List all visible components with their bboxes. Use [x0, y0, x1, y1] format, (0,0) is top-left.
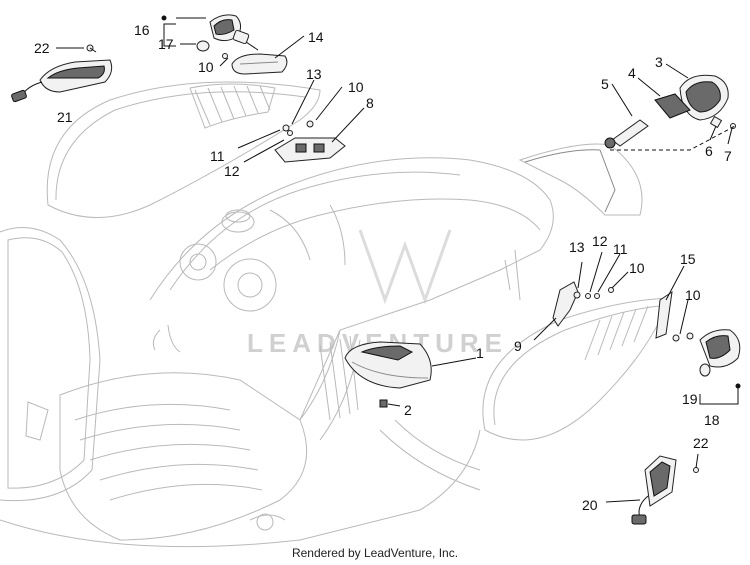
part-20-turn-signal-lower [631, 455, 699, 525]
part-6-7-gasket-screw [709, 115, 736, 129]
callout-9: 9 [514, 338, 522, 354]
callout-10-mid: 10 [348, 79, 364, 95]
leader-lines [56, 17, 739, 503]
part-14-gasket [222, 53, 288, 75]
callout-16: 16 [134, 22, 150, 38]
callout-21: 21 [57, 109, 73, 125]
callout-10-lower: 10 [685, 287, 701, 303]
callout-7: 7 [724, 148, 732, 164]
footer-credit: Rendered by LeadVenture, Inc. [291, 546, 459, 560]
part-3-rear-light [679, 74, 729, 121]
callout-10-top: 10 [198, 59, 214, 75]
callout-4: 4 [628, 65, 636, 81]
callout-labels: 22 21 16 17 10 14 13 10 8 11 12 3 4 5 6 … [34, 22, 732, 513]
callout-13-top: 13 [306, 66, 322, 82]
part-2-screw [379, 399, 388, 408]
callout-2: 2 [404, 402, 412, 418]
callout-22-top: 22 [34, 40, 50, 56]
part-4-bulb-holder [654, 93, 691, 119]
callout-11-right: 11 [613, 241, 628, 257]
callout-19: 19 [682, 391, 698, 407]
callout-22-bottom: 22 [693, 435, 709, 451]
dashed-guide-rear [610, 125, 736, 151]
part-15-gasket [655, 290, 673, 339]
callout-5: 5 [601, 76, 609, 92]
part-8-bracket [274, 120, 346, 163]
callout-10-right: 10 [629, 260, 645, 276]
group-dot-18 [735, 383, 741, 389]
callout-13-right: 13 [569, 239, 585, 255]
part-9-bracket [552, 281, 614, 327]
part-5-socket [604, 119, 649, 149]
callout-8: 8 [366, 95, 374, 111]
callout-14: 14 [308, 29, 324, 45]
right-side-panel [482, 297, 671, 441]
part-16-light-assembly [196, 14, 259, 52]
part-21-turn-signal-left [11, 59, 113, 103]
group-dot-16 [161, 15, 167, 21]
part-18-turn-signal-right [672, 329, 741, 377]
watermark: LEADVENTURE [247, 229, 502, 358]
callout-15: 15 [680, 251, 696, 267]
callout-3: 3 [655, 54, 663, 70]
callout-11-top: 11 [210, 148, 225, 164]
scooter-body-outline [0, 143, 643, 548]
callout-6: 6 [705, 143, 713, 159]
callout-1: 1 [476, 345, 484, 361]
callout-12-right: 12 [592, 233, 608, 249]
left-side-panel [46, 81, 321, 218]
callout-18: 18 [704, 412, 720, 428]
callout-20: 20 [582, 497, 598, 513]
callout-12-top: 12 [224, 163, 240, 179]
callout-17: 17 [158, 36, 174, 52]
part-1-lamp [344, 341, 432, 389]
part-22-screw-top [86, 44, 97, 53]
